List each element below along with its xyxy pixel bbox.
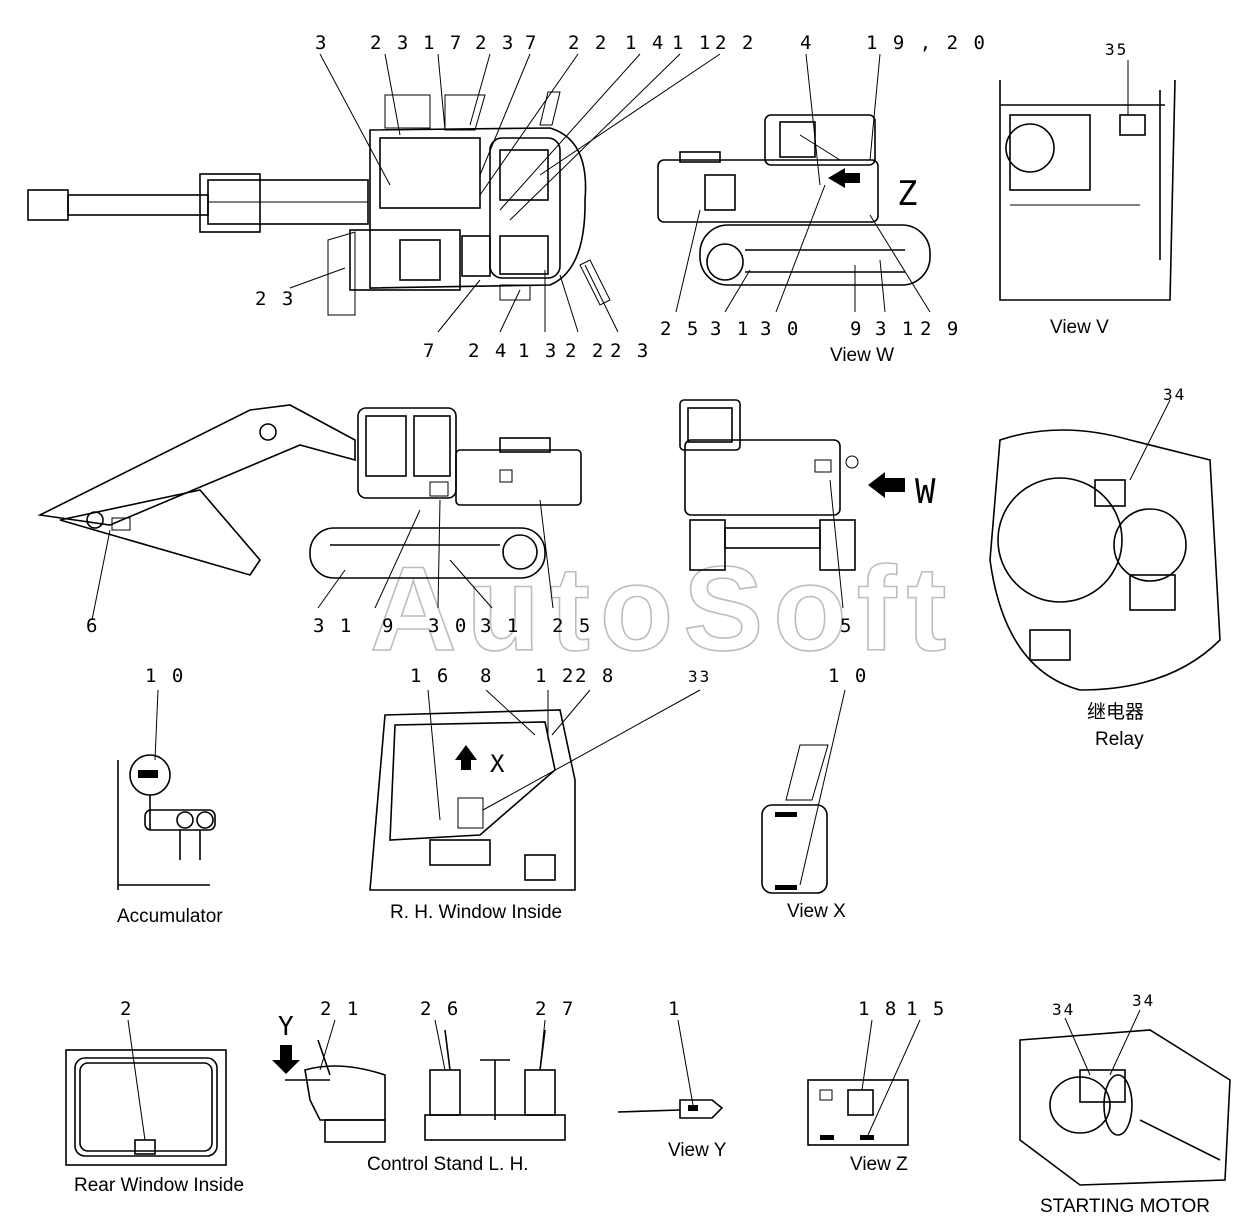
callout: 3 1 <box>313 615 353 637</box>
relay-caption-cn: 继电器 <box>1087 701 1144 723</box>
callout: 2 6 <box>420 998 460 1020</box>
callout: 1 1 <box>672 32 712 54</box>
callout: 2 3 <box>255 288 295 310</box>
plan-view-callouts: 3 2 3 1 7 2 3 7 2 2 1 4 1 1 2 2 2 3 7 2 … <box>255 32 755 362</box>
view-caption: R. H. Window Inside <box>390 902 562 923</box>
callout: 2 2 <box>715 32 755 54</box>
side-view-callouts: 6 3 1 9 3 0 3 1 2 5 <box>86 615 592 637</box>
relay-labels: 34 继电器 Relay <box>1087 385 1186 750</box>
callout: 2 5 <box>660 318 700 340</box>
accumulator-drawing <box>117 689 216 890</box>
callout: 2 3 <box>370 32 410 54</box>
callout: 35 <box>1105 40 1128 59</box>
view-y-labels: 1 View Y <box>668 998 727 1161</box>
view-w-drawing <box>657 53 931 313</box>
callout: 34 <box>1163 385 1186 404</box>
rear-view-drawing <box>679 399 905 609</box>
view-caption: Relay <box>1095 729 1144 750</box>
view-v-labels: 35 View V <box>1050 40 1128 338</box>
view-x-drawing <box>761 689 846 894</box>
callout: 6 <box>86 615 99 637</box>
view-caption: View V <box>1050 317 1109 338</box>
callout: 34 <box>1132 991 1155 1010</box>
callout: 1 9 , 2 0 <box>866 32 987 54</box>
callout: 2 4 <box>468 340 508 362</box>
callout: 1 0 <box>145 665 185 687</box>
callout: 33 <box>688 667 711 686</box>
callout: 34 <box>1052 1000 1075 1019</box>
control-stand-drawing <box>272 1019 566 1143</box>
view-x-labels: 1 0 View X <box>787 665 868 922</box>
callout: 1 0 <box>828 665 868 687</box>
callout: 1 7 <box>423 32 463 54</box>
relay-drawing <box>989 399 1221 691</box>
callout: 2 2 <box>565 340 605 362</box>
callout: 3 0 <box>428 615 468 637</box>
callout: 2 5 <box>552 615 592 637</box>
view-y-drawing <box>617 1019 724 1119</box>
callout: 1 2 <box>535 665 575 687</box>
view-caption: View X <box>787 901 846 922</box>
callout: 2 1 <box>320 998 360 1020</box>
view-caption: View W <box>830 345 894 366</box>
callout: 7 <box>423 340 436 362</box>
view-caption: Accumulator <box>117 906 223 927</box>
view-w-labels: 4 1 9 , 2 0 Z 2 5 3 1 3 0 9 3 1 2 9 View… <box>660 32 987 366</box>
arrow-label: Y <box>278 1012 296 1042</box>
rh-window-drawing <box>369 689 701 891</box>
rh-window-labels: 1 6 8 1 2 2 8 33 X R. H. Window Inside <box>390 665 711 923</box>
callout: 1 4 <box>625 32 665 54</box>
starting-motor-labels: 34 34 STARTING MOTOR <box>1040 991 1210 1217</box>
arrow-label: X <box>490 750 506 778</box>
callout: 2 3 <box>610 340 650 362</box>
view-z-labels: 1 8 1 5 View Z <box>850 998 946 1175</box>
view-caption: STARTING MOTOR <box>1040 1196 1210 1217</box>
callout: 1 5 <box>906 998 946 1020</box>
callout: 2 9 <box>920 318 960 340</box>
callout: 4 <box>800 32 813 54</box>
callout: 7 <box>525 32 538 54</box>
callout: 1 8 <box>858 998 898 1020</box>
side-view-drawing <box>37 404 582 621</box>
control-stand-labels: Y 2 1 2 6 2 7 Control Stand L. H. <box>278 998 575 1175</box>
callout: 3 <box>315 32 328 54</box>
arrow-label: Z <box>897 174 919 214</box>
view-caption: Rear Window Inside <box>74 1175 244 1196</box>
callout: 8 <box>480 665 493 687</box>
callout: 1 <box>668 998 681 1020</box>
callout: 1 3 <box>518 340 558 362</box>
callout: 2 <box>120 998 133 1020</box>
starting-motor-drawing <box>1019 1009 1231 1186</box>
callout: 5 <box>840 615 853 637</box>
accumulator-labels: 1 0 Accumulator <box>117 665 223 927</box>
callout: 2 2 <box>568 32 608 54</box>
callout: 3 1 <box>480 615 520 637</box>
view-v-drawing <box>999 60 1176 301</box>
rear-window-labels: 2 Rear Window Inside <box>74 998 244 1196</box>
callout: 9 <box>382 615 395 637</box>
callout: 2 7 <box>535 998 575 1020</box>
callout: 3 1 <box>875 318 915 340</box>
view-caption: Control Stand L. H. <box>367 1154 529 1175</box>
rear-window-drawing <box>65 1019 227 1166</box>
callout: 2 8 <box>575 665 615 687</box>
callout: 9 <box>850 318 863 340</box>
plan-view-drawing <box>27 53 721 333</box>
view-z-drawing <box>807 1019 921 1146</box>
callout: 2 3 <box>475 32 515 54</box>
callout: 3 0 <box>760 318 800 340</box>
watermark: AutoSoft <box>370 542 956 676</box>
view-caption: View Z <box>850 1154 908 1175</box>
view-caption: View Y <box>668 1140 727 1161</box>
arrow-label: W <box>915 472 937 512</box>
callout: 3 1 <box>710 318 750 340</box>
rear-view-labels: W 5 <box>840 472 937 637</box>
callout: 1 6 <box>410 665 450 687</box>
